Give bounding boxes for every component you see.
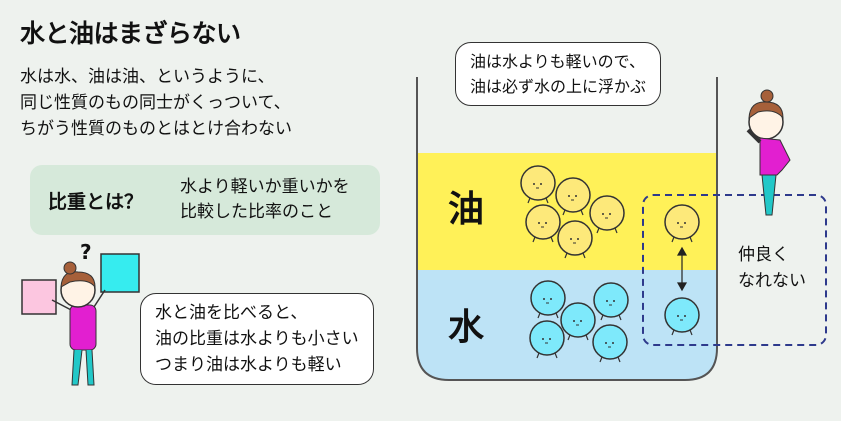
- bubble-line: 油は必ず水の上に浮かぶ: [470, 77, 647, 96]
- intro-line: 水は水、油は油、というように、: [20, 67, 275, 87]
- dashed-callout-box: [642, 194, 827, 346]
- bubble-line: 水と油を比べると、: [155, 303, 308, 323]
- water-droplet: [560, 302, 596, 341]
- pointing-girl-character: [746, 89, 791, 216]
- callout-line: 仲良く: [738, 245, 789, 265]
- definition-line: 比較した比率のこと: [180, 202, 333, 222]
- water-droplet: [664, 297, 700, 336]
- definition-term: 比重とは？: [48, 191, 144, 213]
- oil-droplet: [664, 204, 700, 243]
- question-mark: ?: [80, 240, 92, 264]
- bubble-line: 油の比重は水よりも小さい: [155, 329, 359, 349]
- page-title: 水と油はまざらない: [20, 19, 241, 48]
- bubble-line: 油は水よりも軽いので、: [470, 52, 646, 71]
- oil-label: 油: [448, 189, 485, 230]
- cyan-square: [100, 253, 140, 293]
- bubble-line: つまり油は水よりも軽い: [155, 355, 342, 375]
- beaker: [416, 77, 718, 381]
- definition-box: 比重とは？ 水より軽いか重いかを 比較した比率のこと: [30, 165, 380, 235]
- definition-text: 水より軽いか重いかを 比較した比率のこと: [180, 175, 350, 225]
- water-droplet: [592, 324, 628, 363]
- oil-droplet: [525, 204, 561, 243]
- intro-line: 同じ性質のもの同士がくっついて、: [20, 93, 291, 113]
- intro-text: 水は水、油は油、というように、 同じ性質のもの同士がくっついて、 ちがう性質のも…: [20, 64, 292, 142]
- callout-text: 仲良く なれない: [738, 242, 806, 294]
- confused-girl-character: [21, 253, 140, 386]
- water-droplet: [530, 280, 566, 319]
- speech-bubble-left: 水と油を比べると、 油の比重は水よりも小さい つまり油は水よりも軽い: [140, 293, 374, 385]
- speech-bubble-top: 油は水よりも軽いので、 油は必ず水の上に浮かぶ: [455, 42, 662, 106]
- water-droplet: [529, 320, 565, 359]
- oil-droplet: [557, 220, 593, 259]
- water-label: 水: [448, 307, 485, 348]
- oil-droplet: [520, 165, 556, 204]
- double-arrow-icon: [676, 246, 688, 292]
- oil-droplet: [555, 177, 591, 216]
- intro-line: ちがう性質のものとはとけ合わない: [20, 119, 292, 139]
- pink-square: [21, 279, 57, 315]
- water-droplet: [593, 282, 629, 321]
- oil-droplet: [589, 195, 625, 234]
- callout-line: なれない: [738, 271, 806, 291]
- definition-line: 水より軽いか重いかを: [180, 177, 350, 197]
